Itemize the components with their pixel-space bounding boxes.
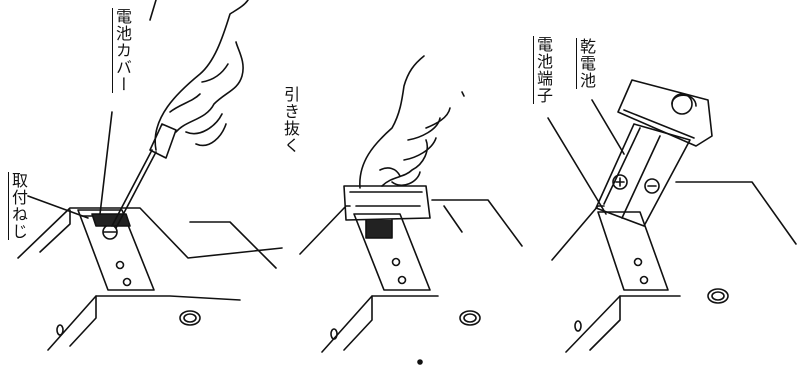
device-housing-edge — [39, 209, 71, 253]
battery-holder-icon — [343, 185, 431, 221]
device-housing-side — [589, 295, 621, 351]
dry-battery-icon — [617, 79, 713, 147]
device-housing-side — [343, 295, 373, 351]
minus-terminal-icon — [644, 178, 660, 194]
device-housing-lower — [565, 295, 681, 353]
hand-holding-screwdriver-icon — [154, 0, 249, 151]
device-housing-lower — [47, 295, 241, 351]
battery-cover-label: 電池カバー — [112, 8, 132, 93]
mounting-plate — [77, 209, 155, 291]
mounting-screw-label: 取付ねじ — [8, 172, 28, 240]
hand-pulling-icon — [359, 55, 425, 189]
plus-terminal-icon — [612, 174, 628, 190]
device-housing-right — [189, 221, 277, 269]
mounting-plate — [353, 213, 431, 291]
device-housing-upper — [17, 207, 283, 259]
panel-3-replace-battery — [547, 79, 797, 353]
device-housing-upper — [551, 205, 605, 261]
device-housing-right — [431, 199, 523, 247]
device-housing-lower — [321, 295, 439, 353]
pull-out-label: 引き抜く — [281, 86, 300, 154]
panel-1-remove-screw — [17, 0, 283, 351]
device-housing-right — [675, 181, 797, 245]
device-housing-side — [69, 295, 97, 347]
device-housing-upper — [299, 205, 351, 255]
battery-terminal-label: 電池端子 — [533, 36, 553, 104]
battery-cover-icon — [91, 213, 131, 227]
panel-2-pull-out — [299, 55, 523, 353]
screwdriver-icon — [111, 149, 153, 227]
battery-compartment-icon — [595, 123, 691, 227]
dry-battery-label: 乾電池 — [576, 38, 596, 89]
mounting-plate — [597, 211, 669, 291]
